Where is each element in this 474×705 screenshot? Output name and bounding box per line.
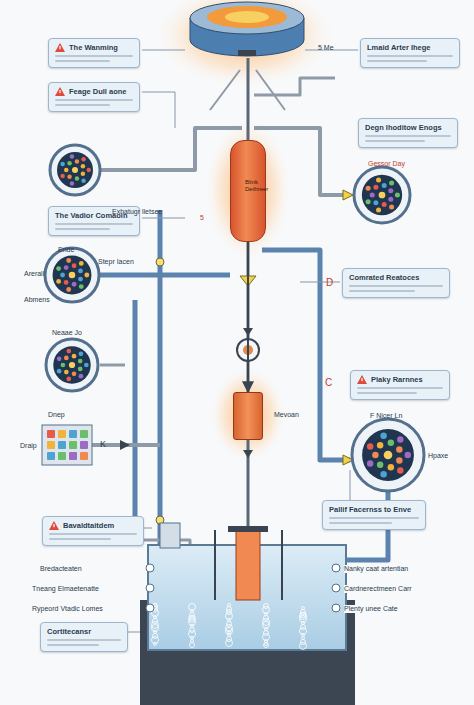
part-label: Tneang Elmaetenatte <box>32 585 99 593</box>
cooling-pool <box>140 523 355 705</box>
part-label: K <box>100 440 106 450</box>
valve-symbol <box>70 188 353 524</box>
callout-box: Feage Dull aone <box>48 82 140 112</box>
part-label: Hpaxe <box>428 452 448 460</box>
part-label: 5 <box>200 214 204 222</box>
text-placeholder <box>349 285 443 287</box>
filter-grid <box>47 430 88 460</box>
node-label: Degn Ihoditow Enogs <box>365 123 451 132</box>
node-label: Pallif Facernss to Enve <box>329 505 419 514</box>
text-placeholder <box>329 517 419 519</box>
text-placeholder <box>55 60 110 62</box>
reactor-disc <box>190 2 304 56</box>
callout-box: Bavaldtaitdem <box>42 516 144 546</box>
part-label: D <box>326 277 333 288</box>
filter-grid <box>42 425 92 465</box>
text-placeholder <box>357 392 417 394</box>
node-label: Mevoan <box>274 411 299 418</box>
part-label: Bredacteaten <box>40 565 82 573</box>
part-label: F Nicer Ln <box>370 412 402 420</box>
part-label: Exhatugr lletsee <box>112 208 162 216</box>
text-placeholder <box>47 644 99 646</box>
part-label: Nanky caat artentian <box>344 565 408 573</box>
node-label: The Wanming <box>55 43 133 52</box>
text-placeholder <box>349 290 415 292</box>
node-label: Feage Dull aone <box>55 87 133 96</box>
callout-box: Cortitecansr <box>40 622 128 652</box>
warning-icon <box>55 43 65 52</box>
text-placeholder <box>357 387 443 389</box>
part-label: Gessor Day <box>368 160 405 168</box>
part-label: Ende <box>58 246 74 254</box>
component-wheel <box>352 419 424 491</box>
callout-box: Pallif Facernss to Enve <box>322 500 426 530</box>
text-placeholder <box>55 223 133 225</box>
warning-icon <box>49 521 59 530</box>
component-wheel <box>354 167 410 223</box>
flow-connector <box>247 242 249 392</box>
callout-box: Lmaid Arter Ihege <box>360 38 460 68</box>
text-placeholder <box>55 55 133 57</box>
reactor-vessel: Blink Dethreer <box>230 140 266 242</box>
part-label: Cardnerectmeen Carr <box>344 585 412 593</box>
water-texture <box>152 604 307 650</box>
text-placeholder <box>49 538 111 540</box>
text-placeholder <box>329 522 392 524</box>
node-label: Cortitecansr <box>47 627 121 636</box>
part-label: C <box>325 377 332 388</box>
callout-box: Degn Ihoditow Enogs <box>358 118 458 148</box>
warning-icon <box>55 87 65 96</box>
callout-box: Comrated Reatoces <box>342 268 450 298</box>
component-wheel <box>46 339 98 391</box>
text-placeholder <box>367 60 427 62</box>
text-placeholder <box>49 533 137 535</box>
callout-box: Plaky Rarnnes <box>350 370 450 400</box>
part-label: Stepr Iacen <box>98 258 134 266</box>
pipework <box>92 58 388 560</box>
text-placeholder <box>55 228 110 230</box>
component-wheel <box>50 145 100 195</box>
text-placeholder <box>55 99 133 101</box>
node-label: Comrated Reatoces <box>349 273 443 282</box>
part-label: Plenty unee Cate <box>344 605 398 613</box>
part-label: 5 Me <box>318 44 334 52</box>
component-wheel <box>45 248 99 302</box>
node-label: Blink Dethreer <box>245 179 263 193</box>
callout-box: The Wanming <box>48 38 140 68</box>
part-label: Neaae Jo <box>52 329 82 337</box>
part-label: Draip <box>20 442 37 450</box>
warning-icon <box>357 375 367 384</box>
heat-exchanger: Mevoan <box>233 392 263 440</box>
text-placeholder <box>47 639 121 641</box>
part-label: Rypeord Vtadic Lomes <box>32 605 103 613</box>
part-label: Abmens <box>24 296 50 304</box>
part-label: Dnep <box>48 411 65 419</box>
part-label: Arerall <box>24 270 44 278</box>
callout-marker <box>146 564 340 612</box>
text-placeholder <box>365 135 451 137</box>
node-label: Bavaldtaitdem <box>49 521 137 530</box>
node-label: Lmaid Arter Ihege <box>367 43 453 52</box>
text-placeholder <box>367 55 453 57</box>
text-placeholder <box>365 140 425 142</box>
node-label: Plaky Rarnnes <box>357 375 443 384</box>
text-placeholder <box>55 104 110 106</box>
